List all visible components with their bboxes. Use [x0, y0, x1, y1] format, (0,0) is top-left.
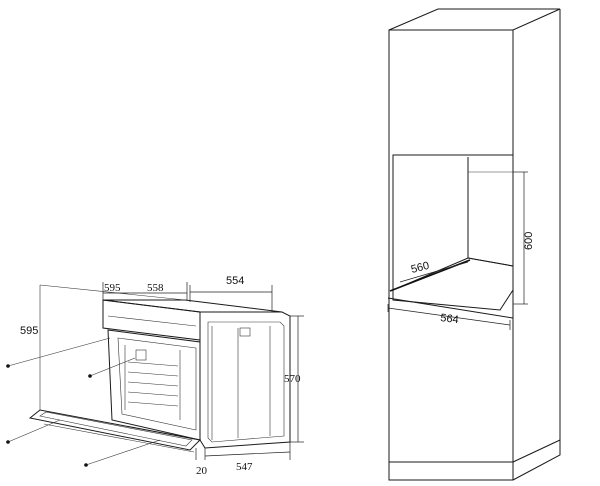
rail-2 [127, 371, 179, 377]
leader-dot-1 [6, 364, 10, 368]
rail-3 [127, 381, 179, 387]
label-564: 564 [440, 312, 460, 326]
cabinet-front [388, 29, 514, 481]
rail-4 [127, 391, 179, 397]
label-595-width: 595 [104, 282, 121, 294]
label-558: 558 [147, 282, 164, 294]
niche-floor [392, 257, 514, 311]
leader-4 [85, 439, 161, 466]
label-547: 547 [236, 461, 253, 473]
cabinet-top [388, 8, 561, 31]
leader-dot-4 [84, 463, 88, 467]
label-560: 560 [410, 260, 431, 276]
oven-door-open [28, 409, 202, 451]
door-edge [43, 423, 195, 453]
cabinet-drawing: 560 600 564 [387, 8, 561, 481]
cabinet-side [512, 9, 561, 481]
control-panel [102, 299, 201, 341]
leader-dot-2 [88, 374, 92, 378]
label-570: 570 [284, 373, 301, 385]
door-glass [39, 411, 193, 447]
leader-3 [7, 419, 61, 443]
oven-top-plate [102, 299, 283, 313]
dim-line-564 [387, 307, 511, 326]
rail-1 [127, 361, 179, 367]
label-600: 600 [523, 232, 535, 250]
label-595-height: 595 [20, 325, 38, 337]
oven-drawing: 595 595 558 554 570 20 547 [6, 275, 304, 477]
oven-side-inner [207, 321, 285, 443]
oven-lamp [135, 349, 147, 361]
label-20: 20 [196, 465, 208, 477]
label-554: 554 [226, 275, 244, 287]
oven-body-side [199, 311, 291, 449]
oven-cavity [117, 337, 197, 431]
rail-5 [127, 401, 179, 407]
leader-2 [89, 357, 136, 377]
leader-dot-3 [6, 440, 10, 444]
cabinet-plinth-side [512, 439, 561, 463]
niche-left-top [392, 154, 513, 290]
leader-1 [7, 337, 111, 367]
niche-shelf-edge [387, 297, 514, 319]
panel-line [107, 315, 197, 327]
niche-back-edge [467, 157, 514, 267]
vent-slot [239, 327, 251, 337]
dim-line-547 [204, 451, 291, 457]
ref-line-top [39, 284, 186, 301]
dim-line-560 [399, 261, 469, 283]
